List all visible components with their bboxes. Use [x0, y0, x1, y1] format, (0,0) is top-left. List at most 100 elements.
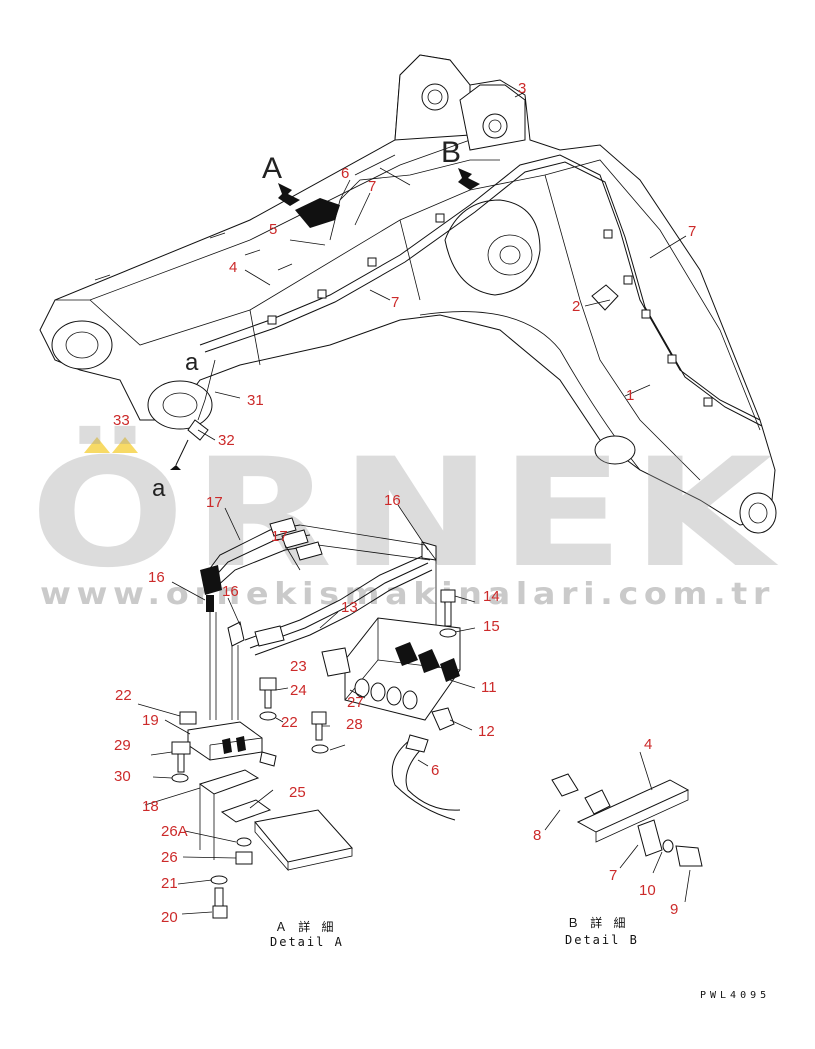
manifold-inlet: [321, 647, 351, 677]
manifold-fittings: [395, 642, 460, 682]
bolt-14: [440, 589, 456, 627]
callout-31: 31: [247, 392, 264, 409]
manifold-ports: [354, 678, 418, 710]
hose-6-fitting: [405, 734, 429, 753]
pipe-clamp: [317, 289, 327, 299]
callout-21: 21: [161, 875, 178, 892]
callout-1: 1: [626, 387, 634, 404]
detail-a-hose-end-3: [295, 541, 323, 561]
pipe-clamp: [267, 315, 277, 325]
bolt-20: [212, 887, 228, 919]
plate-25: [220, 799, 272, 823]
manifold-port: [386, 686, 402, 706]
fitting-22-left: [179, 711, 197, 725]
callout-22-a: 22: [115, 687, 132, 704]
callout-3: 3: [518, 80, 526, 97]
boom-end-pin-lower: [162, 392, 198, 418]
boom-side-edge: [399, 219, 421, 301]
callout-16-b: 16: [148, 569, 165, 586]
washer-30: [171, 773, 189, 783]
washer-26a: [236, 837, 252, 847]
arm-plate: [591, 284, 619, 311]
callout-9: 9: [670, 901, 678, 918]
boom-end-boss-upper: [51, 320, 113, 370]
view-letter-b: B: [441, 136, 461, 169]
callout-22-b: 22: [281, 714, 298, 731]
boom-pipe-2: [204, 161, 763, 427]
lower-arrow-head: [170, 465, 181, 470]
arm-tip-pin: [748, 502, 768, 524]
view-letter-a: A: [262, 152, 282, 185]
boom-assembly: [39, 54, 777, 534]
callout-14: 14: [483, 588, 500, 605]
detail-a-hose-end-2: [281, 529, 309, 549]
lower-hose: [197, 359, 216, 421]
watermark: ÖRNEK www.ornekismakinalari.com.tr: [30, 425, 774, 612]
callout-26: 26: [161, 849, 178, 866]
boom-end-boss-lower: [147, 380, 213, 430]
pipe-clamp: [703, 397, 713, 407]
arm-tip-boss: [739, 492, 777, 534]
callout-6: 6: [341, 165, 349, 182]
view-letter-a-lower-2: a: [152, 475, 166, 502]
callout-17-a: 17: [206, 494, 223, 511]
callout-24: 24: [290, 682, 307, 699]
callout-7: 7: [368, 178, 376, 195]
pipe-clamp: [641, 309, 651, 319]
detail-a-hose-4: [244, 554, 426, 641]
arm-side-edge: [544, 174, 701, 481]
callout-7-b: 7: [391, 294, 399, 311]
washer-28: [311, 744, 329, 754]
boom-inner-edge: [89, 189, 471, 346]
callout-2: 2: [572, 298, 580, 315]
fitting-22-right: [259, 751, 277, 767]
bolt-29: [171, 741, 191, 773]
manifold-port: [370, 682, 386, 702]
detail-a-leader-lines: [137, 504, 476, 915]
block-19-fittings: [222, 736, 246, 754]
watermark-dot-right: [112, 437, 138, 453]
callout-33: 33: [113, 412, 130, 429]
detail-a-tubes: [209, 612, 239, 720]
hose-6-lower: [405, 744, 461, 811]
boom-foot-pin-right-inner: [488, 119, 502, 133]
boom-cylinder-pin: [487, 234, 533, 276]
manifold-port: [402, 690, 418, 710]
mounting-plate: [254, 809, 353, 863]
callout-11: 11: [481, 679, 497, 696]
caption-detail-b-jp: Ｂ 詳 細: [567, 915, 627, 930]
caption-detail-a-en: Detail A: [270, 935, 344, 949]
callout-30: 30: [114, 768, 131, 785]
boom-callouts: 3 6 7 5 4 7 7 2 1 31 33 32: [113, 80, 696, 449]
callout-17-b: 17: [271, 528, 288, 545]
view-arrow-b: [458, 168, 480, 190]
callout-8: 8: [533, 827, 541, 844]
detail-a-callouts: 17 16 17 16 16 13 14 15 23 24 22 19 22 2…: [114, 492, 500, 926]
callout-6-a: 6: [431, 762, 439, 779]
pipe-clamp: [435, 213, 445, 223]
drawing-code: PWL4095: [700, 990, 770, 1001]
block-19-edges: [209, 737, 263, 760]
callout-28: 28: [346, 716, 363, 733]
callout-26a: 26A: [161, 823, 188, 840]
callout-13: 13: [341, 599, 358, 616]
callout-25: 25: [289, 784, 306, 801]
boom-step: [249, 309, 261, 366]
callout-7-d: 7: [609, 867, 617, 884]
washer-24: [259, 711, 277, 721]
boom-foot-pin-right: [482, 113, 508, 139]
watermark-dot-left: [84, 437, 110, 453]
detail-a-hose-end-4: [254, 625, 285, 647]
bracket-18: [198, 769, 260, 795]
view-arrow-a: [278, 183, 300, 206]
callout-10: 10: [639, 882, 656, 899]
detail-b-callouts: 4 8 7 10 9: [533, 736, 678, 918]
lower-arrow-line: [175, 439, 189, 466]
boom-cylinder-pin-inner: [499, 245, 521, 265]
boom-leaders: [197, 91, 687, 441]
pipe-clamp: [367, 257, 377, 267]
washer-15: [439, 628, 457, 638]
bracket-18-legs: [199, 784, 215, 860]
caption-detail-b-en: Detail B: [565, 933, 639, 947]
